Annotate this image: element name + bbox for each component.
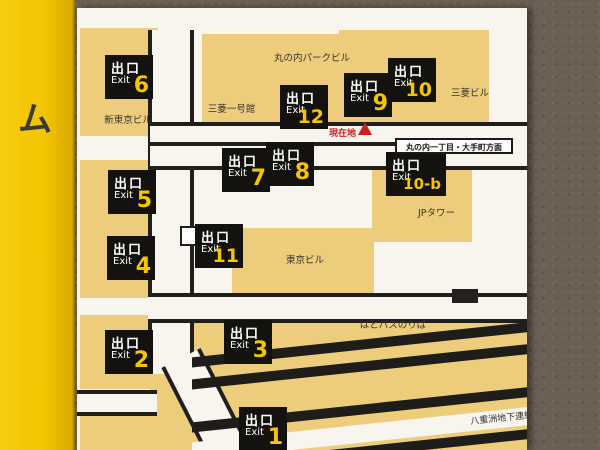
label-yaesu-passage: 八重洲地下連絡通路 [469, 408, 527, 428]
exit-number: 6 [133, 73, 149, 98]
exit-en-label: Exit [392, 172, 411, 183]
exit-jp-label: 出口 [201, 231, 232, 246]
exit-box-12: 出口 Exit 12 [280, 85, 328, 129]
exit-en-label: Exit [228, 168, 247, 179]
exit-box-7: 出口 Exit 7 [222, 148, 270, 192]
exit-box-8: 出口 Exit 8 [266, 142, 314, 186]
road-left-gap [77, 390, 157, 416]
exit-number: 4 [135, 254, 151, 279]
label-shin-tokyo: 新東京ビル [104, 115, 152, 126]
exit-box-3: 出口 Exit 3 [224, 320, 272, 364]
current-location-icon [358, 122, 372, 135]
exit-box-1: 出口 Exit 1 [239, 407, 287, 450]
exit-en-label: Exit [230, 340, 249, 351]
exit-jp-label: 出口 [111, 337, 142, 352]
label-tokyo-bldg: 東京ビル [285, 255, 324, 266]
exit-en-label: Exit [201, 244, 220, 255]
exit-box-2: 出口 Exit 2 [105, 330, 153, 374]
building-tokyo [232, 228, 374, 294]
exit-number: 5 [136, 188, 152, 213]
exit-en-label: Exit [272, 162, 291, 173]
current-location-label: 現在地 [329, 129, 357, 139]
exit-box-10: 出口 Exit 10 [388, 58, 436, 102]
exit-en-label: Exit [286, 105, 305, 116]
exit-jp-label: 出口 [350, 80, 381, 95]
exit-jp-label: 出口 [286, 92, 317, 107]
label-mitsubishi: 三菱ビル [450, 88, 489, 99]
side-panel-text: ム [18, 100, 52, 140]
direction-sign: 丸の内一丁目・大手町方面 [395, 138, 513, 154]
exit-number: 2 [133, 348, 149, 373]
exit-number: 7 [250, 166, 266, 191]
exit-jp-label: 出口 [113, 243, 144, 258]
exit-jp-label: 出口 [228, 155, 259, 170]
exit-map-sign: 八重洲地下連絡通路 丸の内パークビル 三菱一号館 新東京ビル 三菱ビル JPタワ… [77, 8, 527, 450]
exit-box-10b: 出口 Exit 10-b [386, 152, 446, 196]
exit-number: 8 [294, 160, 310, 185]
exit-box-4: 出口 Exit 4 [107, 236, 155, 280]
exit-number: 9 [372, 91, 388, 116]
exit-en-label: Exit [350, 93, 369, 104]
exit-jp-label: 出口 [114, 177, 145, 192]
exit-jp-label: 出口 [394, 65, 425, 80]
exit-number: 10-b [403, 175, 441, 193]
label-hato-bus: はとバスのりば [359, 320, 427, 331]
exit-en-label: Exit [114, 190, 133, 201]
exit-en-label: Exit [111, 350, 130, 361]
exit-en-label: Exit [113, 256, 132, 267]
label-jp-tower: JPタワー [417, 208, 456, 219]
exit-jp-label: 出口 [111, 62, 142, 77]
exit-en-label: Exit [245, 427, 264, 438]
exit-en-label: Exit [111, 75, 130, 86]
exit-number: 10 [405, 79, 432, 101]
label-marunouchi-park: 丸の内パークビル [273, 53, 350, 64]
sign-side-panel: ム [0, 0, 75, 450]
exit-box-9: 出口 Exit 9 [344, 73, 392, 117]
exit-jp-label: 出口 [392, 159, 423, 174]
exit-number: 12 [297, 106, 324, 128]
road-center-line [150, 142, 482, 146]
exit-box-5: 出口 Exit 5 [108, 170, 156, 214]
exit-number: 1 [267, 425, 283, 450]
exit-number: 11 [212, 245, 239, 267]
exit-number: 3 [252, 338, 268, 363]
exit-jp-label: 出口 [245, 414, 276, 429]
exit-box-11: 出口 Exit 11 [195, 224, 243, 268]
label-mitsubishi-ichigokan: 三菱一号館 [207, 104, 256, 115]
exit-box-6: 出口 Exit 6 [105, 55, 153, 99]
exit-jp-label: 出口 [230, 327, 261, 342]
exit-en-label: Exit [394, 78, 413, 89]
exit-jp-label: 出口 [272, 149, 303, 164]
small-structure-block [452, 289, 478, 303]
